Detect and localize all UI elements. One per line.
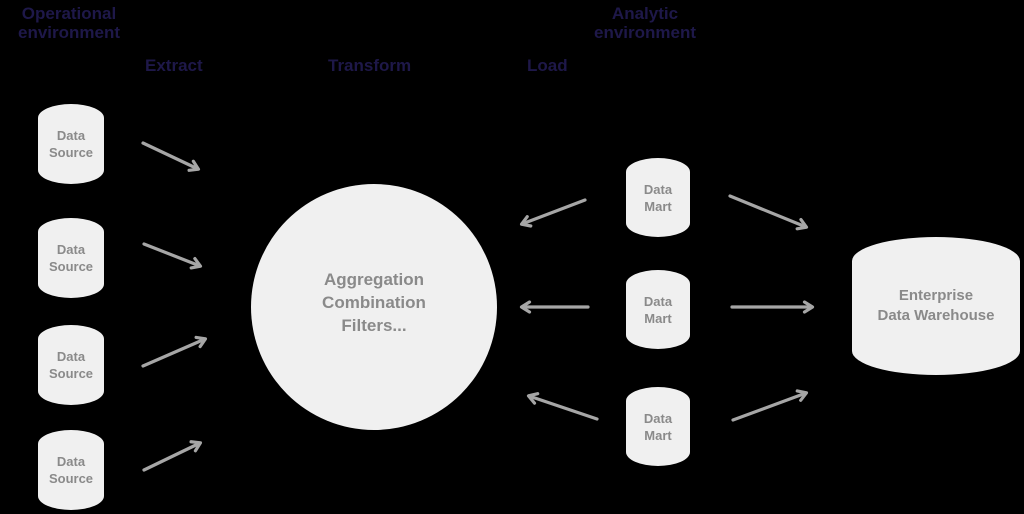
data-source-1-label: Data Source — [48, 128, 94, 160]
transform-circle-label: Aggregation Combination Filters... — [322, 269, 426, 335]
data-mart-cylinder-1: Data Mart — [626, 158, 690, 237]
data-source-cylinder-3: Data Source — [38, 325, 104, 405]
enterprise-data-warehouse-label: Enterprise Data Warehouse — [877, 287, 995, 324]
data-source-3-label: Data Source — [48, 349, 94, 381]
extract-stage-label: Extract — [145, 56, 203, 75]
arrow-source4-to-circle — [142, 440, 203, 472]
data-source-4-label: Data Source — [48, 454, 94, 486]
data-mart-2-label: Data Mart — [643, 293, 673, 326]
load-stage-label: Load — [527, 56, 568, 75]
transform-stage-label: Transform — [328, 56, 412, 75]
data-mart-cylinder-2: Data Mart — [626, 270, 690, 349]
arrow-source1-to-circle — [141, 141, 201, 172]
analytic-environment-label: Analytic environment — [593, 4, 697, 42]
data-source-cylinder-1: Data Source — [38, 104, 104, 184]
data-source-cylinder-2: Data Source — [38, 218, 104, 298]
arrow-mart3-to-circle — [526, 392, 599, 421]
data-mart-3-label: Data Mart — [643, 410, 673, 443]
arrow-mart1-to-circle — [519, 198, 587, 228]
arrow-mart1-to-warehouse — [728, 194, 809, 231]
transform-circle: Aggregation Combination Filters... — [251, 184, 497, 430]
operational-environment-label: Operational environment — [17, 4, 121, 42]
data-mart-cylinder-3: Data Mart — [626, 387, 690, 466]
data-mart-1-label: Data Mart — [643, 181, 673, 214]
arrow-source2-to-circle — [142, 242, 203, 270]
data-source-2-label: Data Source — [48, 242, 94, 274]
enterprise-data-warehouse-cylinder: Enterprise Data Warehouse — [852, 237, 1020, 375]
arrow-mart3-to-warehouse — [731, 389, 809, 422]
arrow-source3-to-circle — [141, 335, 208, 368]
data-source-cylinder-4: Data Source — [38, 430, 104, 510]
